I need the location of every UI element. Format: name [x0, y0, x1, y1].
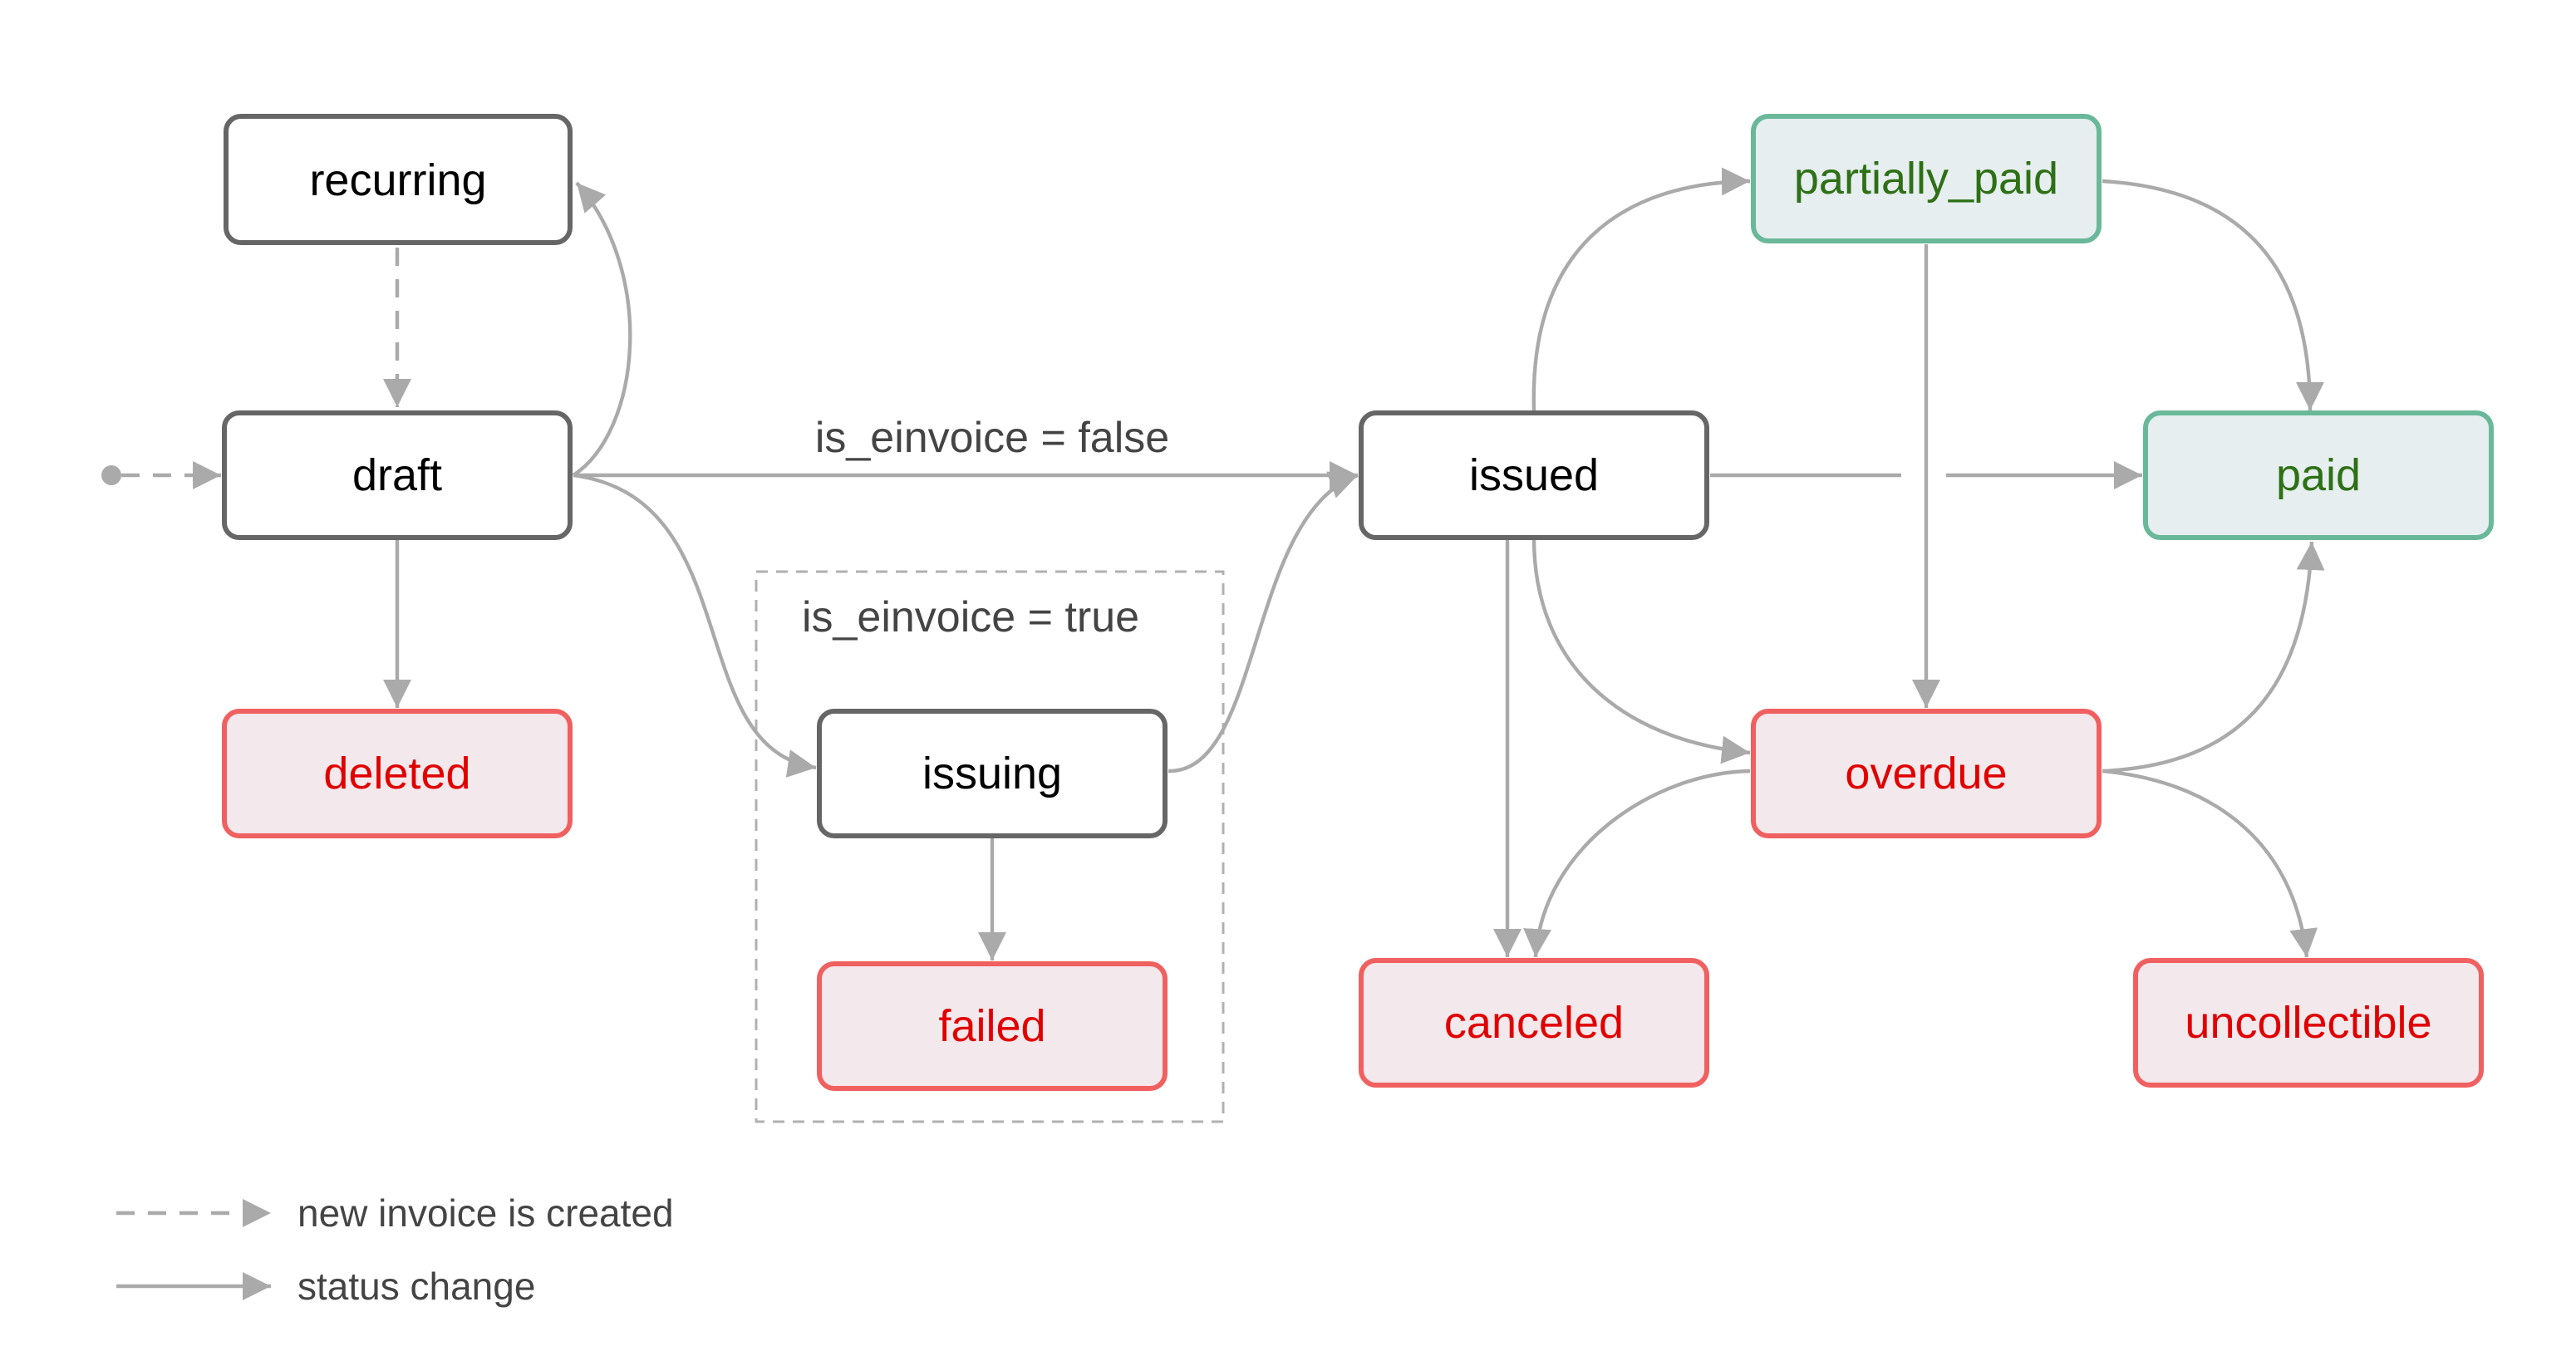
- einvoice-group: [755, 570, 1225, 1123]
- node-uncollectible: uncollectible: [2133, 958, 2484, 1088]
- start-dot: [101, 465, 121, 485]
- node-canceled-label: canceled: [1444, 998, 1624, 1048]
- edge-label-einvoice: is_einvoice = true: [802, 593, 1139, 641]
- node-failed-label: failed: [938, 1001, 1045, 1051]
- edge-overdue-canceled: [1523, 769, 1751, 958]
- node-uncollectible-label: uncollectible: [2185, 998, 2431, 1048]
- node-overdue-label: overdue: [1845, 749, 2007, 798]
- node-recurring-label: recurring: [309, 155, 486, 205]
- edge-label-not-einvoice: is_einvoice = false: [815, 414, 1169, 462]
- node-paid: paid: [2143, 410, 2494, 540]
- node-deleted: deleted: [222, 709, 573, 838]
- node-issuing: issuing: [817, 709, 1168, 838]
- node-canceled: canceled: [1359, 958, 1709, 1088]
- node-failed: failed: [817, 961, 1168, 1091]
- edge-overdue-paid: [2102, 541, 2325, 774]
- edge-overdue-uncollectible: [2102, 769, 2318, 958]
- node-partially-paid: partially_paid: [1751, 114, 2102, 243]
- legend: new invoice is created status change: [116, 1191, 674, 1308]
- node-partially-paid-label: partially_paid: [1794, 154, 2058, 204]
- node-paid-label: paid: [2276, 450, 2361, 500]
- edge-draft-recurring: [572, 181, 632, 477]
- node-overdue: overdue: [1751, 709, 2102, 838]
- node-deleted-label: deleted: [323, 749, 470, 798]
- edge-partially-paid-paid: [2102, 179, 2324, 411]
- edge-draft-issuing: [573, 473, 817, 778]
- edge-issued-partially-paid: [1531, 167, 1751, 411]
- node-issued-label: issued: [1469, 450, 1599, 500]
- legend-status-change-label: status change: [297, 1265, 535, 1308]
- edge-issued-overdue: [1531, 538, 1751, 764]
- edges: [121, 167, 2325, 960]
- legend-created-label: new invoice is created: [297, 1191, 674, 1235]
- node-issuing-label: issuing: [922, 749, 1062, 798]
- edge-issuing-issued: [1168, 471, 1359, 774]
- node-draft-label: draft: [352, 450, 442, 500]
- node-issued: issued: [1359, 410, 1709, 540]
- node-recurring: recurring: [224, 114, 573, 245]
- node-draft: draft: [222, 410, 573, 540]
